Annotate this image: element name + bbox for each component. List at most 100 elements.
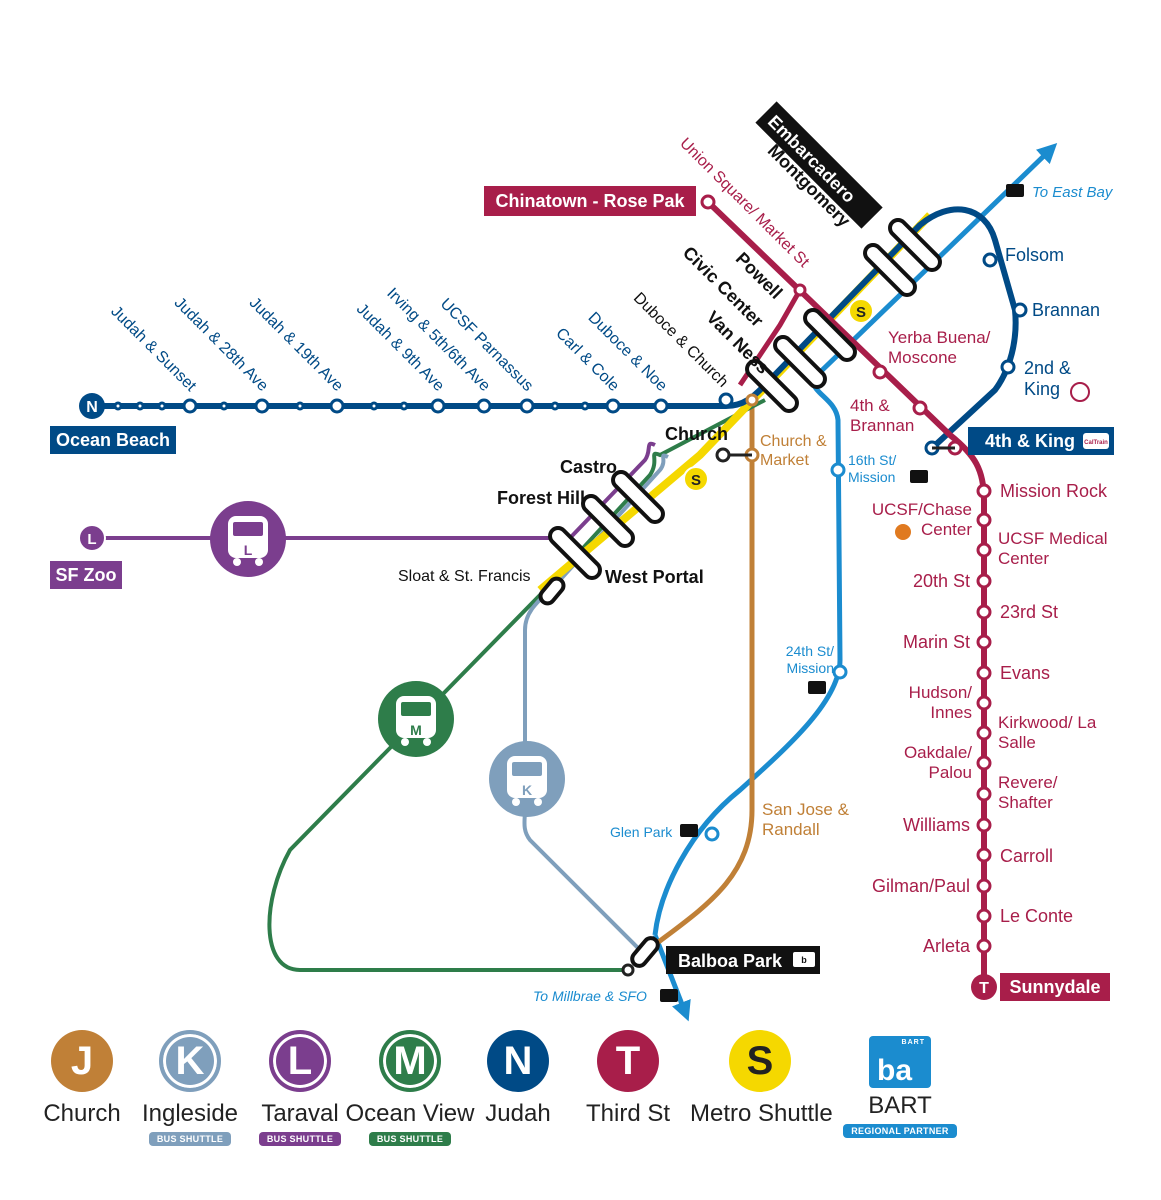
label-yerba-buena: Yerba Buena/ Moscone (888, 328, 991, 367)
label-kirkwood: Kirkwood/ La Salle (998, 713, 1097, 752)
t-stop-kirkwood[interactable] (976, 725, 992, 741)
bart-stop-16th[interactable] (830, 462, 846, 478)
label-hudson-innes: Hudson/ Innes (908, 683, 972, 722)
label-sloat: Sloat & St. Francis (398, 568, 531, 585)
label-revere-wrap: Revere/ Shafter (998, 773, 1058, 812)
label-carroll: Carroll (1000, 846, 1053, 866)
station-van-ness[interactable] (744, 358, 801, 415)
t-stop-ucsf-chase[interactable] (976, 512, 992, 528)
t-stop-23rd[interactable] (976, 604, 992, 620)
station-sloat[interactable] (538, 576, 567, 606)
t-stop-carroll[interactable] (976, 847, 992, 863)
legend-line-name: BART (868, 1092, 932, 1119)
t-stop-revere[interactable] (976, 786, 992, 802)
badge-n-ocean-beach[interactable]: N (79, 393, 105, 419)
label-mission-rock: Mission Rock (1000, 481, 1108, 501)
subway-stations (538, 217, 944, 969)
n-minor-stop (135, 401, 145, 411)
t-stop-20th[interactable] (976, 573, 992, 589)
t-stop-4th-brannan[interactable] (912, 400, 928, 416)
t-stop-arleta[interactable] (976, 938, 992, 954)
label-church: Church (665, 424, 728, 444)
label-4th-brannan-wrap: 4th & Brannan (850, 396, 914, 435)
j-line (646, 320, 832, 952)
t-stop-mission-rock[interactable] (976, 483, 992, 499)
n-stop-judah-9th[interactable] (430, 398, 446, 414)
t-stop-chinatown[interactable] (700, 194, 716, 210)
bart-stop-glen-park[interactable] (704, 826, 720, 842)
label-2nd-king-wrap: 2nd & King (1024, 358, 1071, 399)
n-stop-irving[interactable] (476, 398, 492, 414)
label-san-jose-randall: San Jose & Randall (762, 800, 849, 839)
n-minor-stop (157, 401, 167, 411)
svg-text:N: N (86, 399, 98, 416)
label-balboa-park-box: Balboa Park b (666, 946, 820, 974)
n-stop-folsom[interactable] (982, 252, 998, 268)
t-stop-marin[interactable] (976, 634, 992, 650)
label-ucsf-medical: UCSF Medical Center (998, 529, 1108, 568)
label-church-market: Church & Market (760, 433, 827, 469)
n-stop-brannan[interactable] (1012, 302, 1028, 318)
n-stop-judah-28th[interactable] (254, 398, 270, 414)
t-stop-evans[interactable] (976, 665, 992, 681)
n-stop-duboce-church[interactable] (718, 392, 734, 408)
legend-bus-shuttle-tag: BUS SHUTTLE (148, 1132, 232, 1146)
label-24th-mission: 24th St/ Mission (785, 643, 834, 676)
label-marin: Marin St (903, 632, 970, 652)
t-stop-hudson[interactable] (976, 695, 992, 711)
label-west-portal: West Portal (605, 567, 704, 587)
j-stop-duboce-church[interactable] (745, 393, 759, 407)
n-stop-judah-19th[interactable] (329, 398, 345, 414)
label-ocean-beach-box: Ocean Beach (50, 426, 176, 454)
church-stop[interactable] (715, 447, 731, 463)
label-forest-hill: Forest Hill (497, 488, 585, 508)
n-stop-duboce-noe[interactable] (653, 398, 669, 414)
t-stop-oakdale[interactable] (976, 755, 992, 771)
t-stop-le-conte[interactable] (976, 908, 992, 924)
legend-line-name: Ocean View (345, 1100, 475, 1127)
svg-text:L: L (87, 531, 96, 548)
n-stop-ucsf-parnassus[interactable] (519, 398, 535, 414)
t-stop-williams[interactable] (976, 817, 992, 833)
j-stops (744, 393, 760, 463)
n-stops (113, 252, 1028, 456)
legend-regional-partner-tag: REGIONAL PARTNER (843, 1124, 957, 1138)
t-stop-ucsf-medical[interactable] (976, 542, 992, 558)
badge-l-sf-zoo[interactable]: L (78, 524, 106, 552)
legend-line-name: Metro Shuttle (690, 1100, 833, 1127)
bart-icon (680, 824, 698, 837)
t-stop-gilman[interactable] (976, 878, 992, 894)
n-stop-carl-cole[interactable] (605, 398, 621, 414)
t-stop-yerba-buena[interactable] (872, 364, 888, 380)
label-revere-shafter: Revere/ Shafter (998, 773, 1058, 812)
legend-line-name: Third St (585, 1100, 671, 1127)
label-chinatown: Chinatown - Rose Pak (495, 191, 685, 211)
n-stop-judah-sunset[interactable] (182, 398, 198, 414)
bart-stop-24th[interactable] (832, 664, 848, 680)
label-chinatown-box: Chinatown - Rose Pak (484, 186, 696, 216)
station-civic-center[interactable] (772, 334, 829, 391)
station-embarcadero[interactable] (887, 217, 944, 274)
label-judah-9th: Judah & 9th Ave (353, 301, 447, 395)
legend-line-name: Church (43, 1100, 121, 1127)
label-16th-wrap: 16th St/ Mission (848, 452, 896, 485)
station-castro[interactable] (610, 469, 667, 526)
bus-shuttle-m-icon: M (378, 681, 454, 757)
badge-t-sunnydale[interactable]: T (971, 974, 997, 1000)
station-balboa-park[interactable] (629, 935, 660, 969)
n-stop-2nd-king[interactable] (1000, 359, 1016, 375)
t-stop-union-square[interactable] (793, 283, 807, 297)
svg-text:b: b (801, 955, 807, 965)
m-terminal-balboa[interactable] (621, 963, 635, 977)
station-powell[interactable] (802, 307, 859, 364)
station-montgomery[interactable] (862, 242, 919, 299)
